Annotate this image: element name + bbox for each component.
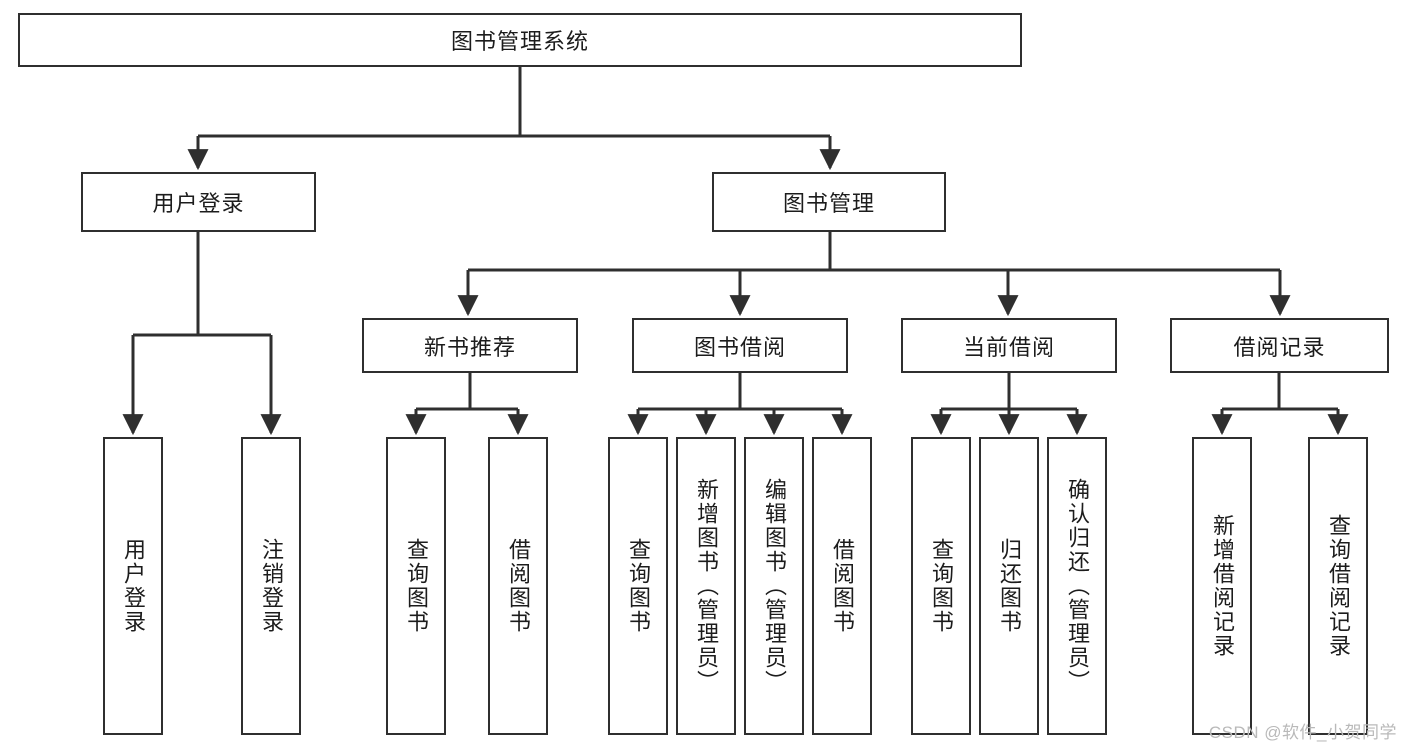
node-book-borrow[interactable]: 图书借阅 xyxy=(632,318,848,373)
node-root[interactable]: 图书管理系统 xyxy=(18,13,1022,67)
node-leaf-query-borrow-record[interactable]: 查询借阅记录 xyxy=(1308,437,1368,735)
node-leaf-return-book[interactable]: 归还图书 xyxy=(979,437,1039,735)
node-current-borrow-label: 当前借阅 xyxy=(962,334,1055,360)
node-leaf-user-login[interactable]: 用户登录 xyxy=(103,437,163,735)
node-user-login[interactable]: 用户登录 xyxy=(81,172,316,232)
node-root-label: 图书管理系统 xyxy=(450,29,589,54)
node-leaf-confirm-return-admin-label: 确认归还（管理员） xyxy=(1064,478,1090,694)
node-leaf-edit-book-admin[interactable]: 编辑图书（管理员） xyxy=(744,437,804,735)
node-leaf-user-login-label: 用户登录 xyxy=(120,538,146,634)
node-user-login-label: 用户登录 xyxy=(152,191,245,216)
node-leaf-query-borrow-record-label: 查询借阅记录 xyxy=(1325,514,1351,658)
node-current-borrow[interactable]: 当前借阅 xyxy=(901,318,1117,373)
node-new-book-recommend-label: 新书推荐 xyxy=(423,334,516,360)
node-leaf-borrow-book-2-label: 借阅图书 xyxy=(829,538,855,634)
node-leaf-borrow-book-2[interactable]: 借阅图书 xyxy=(812,437,872,735)
node-leaf-query-book-3-label: 查询图书 xyxy=(928,538,954,634)
node-leaf-query-book-1[interactable]: 查询图书 xyxy=(386,437,446,735)
node-leaf-add-borrow-record-label: 新增借阅记录 xyxy=(1209,514,1235,658)
node-leaf-borrow-book-1[interactable]: 借阅图书 xyxy=(488,437,548,735)
node-leaf-add-book-admin-label: 新增图书（管理员） xyxy=(693,478,719,694)
node-leaf-borrow-book-1-label: 借阅图书 xyxy=(505,538,531,634)
node-new-book-recommend[interactable]: 新书推荐 xyxy=(362,318,578,373)
node-leaf-query-book-2-label: 查询图书 xyxy=(625,538,651,634)
node-leaf-query-book-2[interactable]: 查询图书 xyxy=(608,437,668,735)
node-leaf-add-book-admin[interactable]: 新增图书（管理员） xyxy=(676,437,736,735)
node-book-management-label: 图书管理 xyxy=(782,191,875,216)
node-borrow-record-label: 借阅记录 xyxy=(1233,334,1326,360)
node-leaf-logout-login[interactable]: 注销登录 xyxy=(241,437,301,735)
node-book-borrow-label: 图书借阅 xyxy=(693,334,786,360)
node-leaf-add-borrow-record[interactable]: 新增借阅记录 xyxy=(1192,437,1252,735)
node-leaf-query-book-1-label: 查询图书 xyxy=(403,538,429,634)
node-leaf-return-book-label: 归还图书 xyxy=(996,538,1022,634)
node-book-management[interactable]: 图书管理 xyxy=(712,172,946,232)
node-leaf-confirm-return-admin[interactable]: 确认归还（管理员） xyxy=(1047,437,1107,735)
node-borrow-record[interactable]: 借阅记录 xyxy=(1170,318,1389,373)
node-leaf-query-book-3[interactable]: 查询图书 xyxy=(911,437,971,735)
node-leaf-edit-book-admin-label: 编辑图书（管理员） xyxy=(761,478,787,694)
node-leaf-logout-login-label: 注销登录 xyxy=(258,538,284,634)
watermark-text: CSDN @软件_小贺同学 xyxy=(1208,723,1397,742)
